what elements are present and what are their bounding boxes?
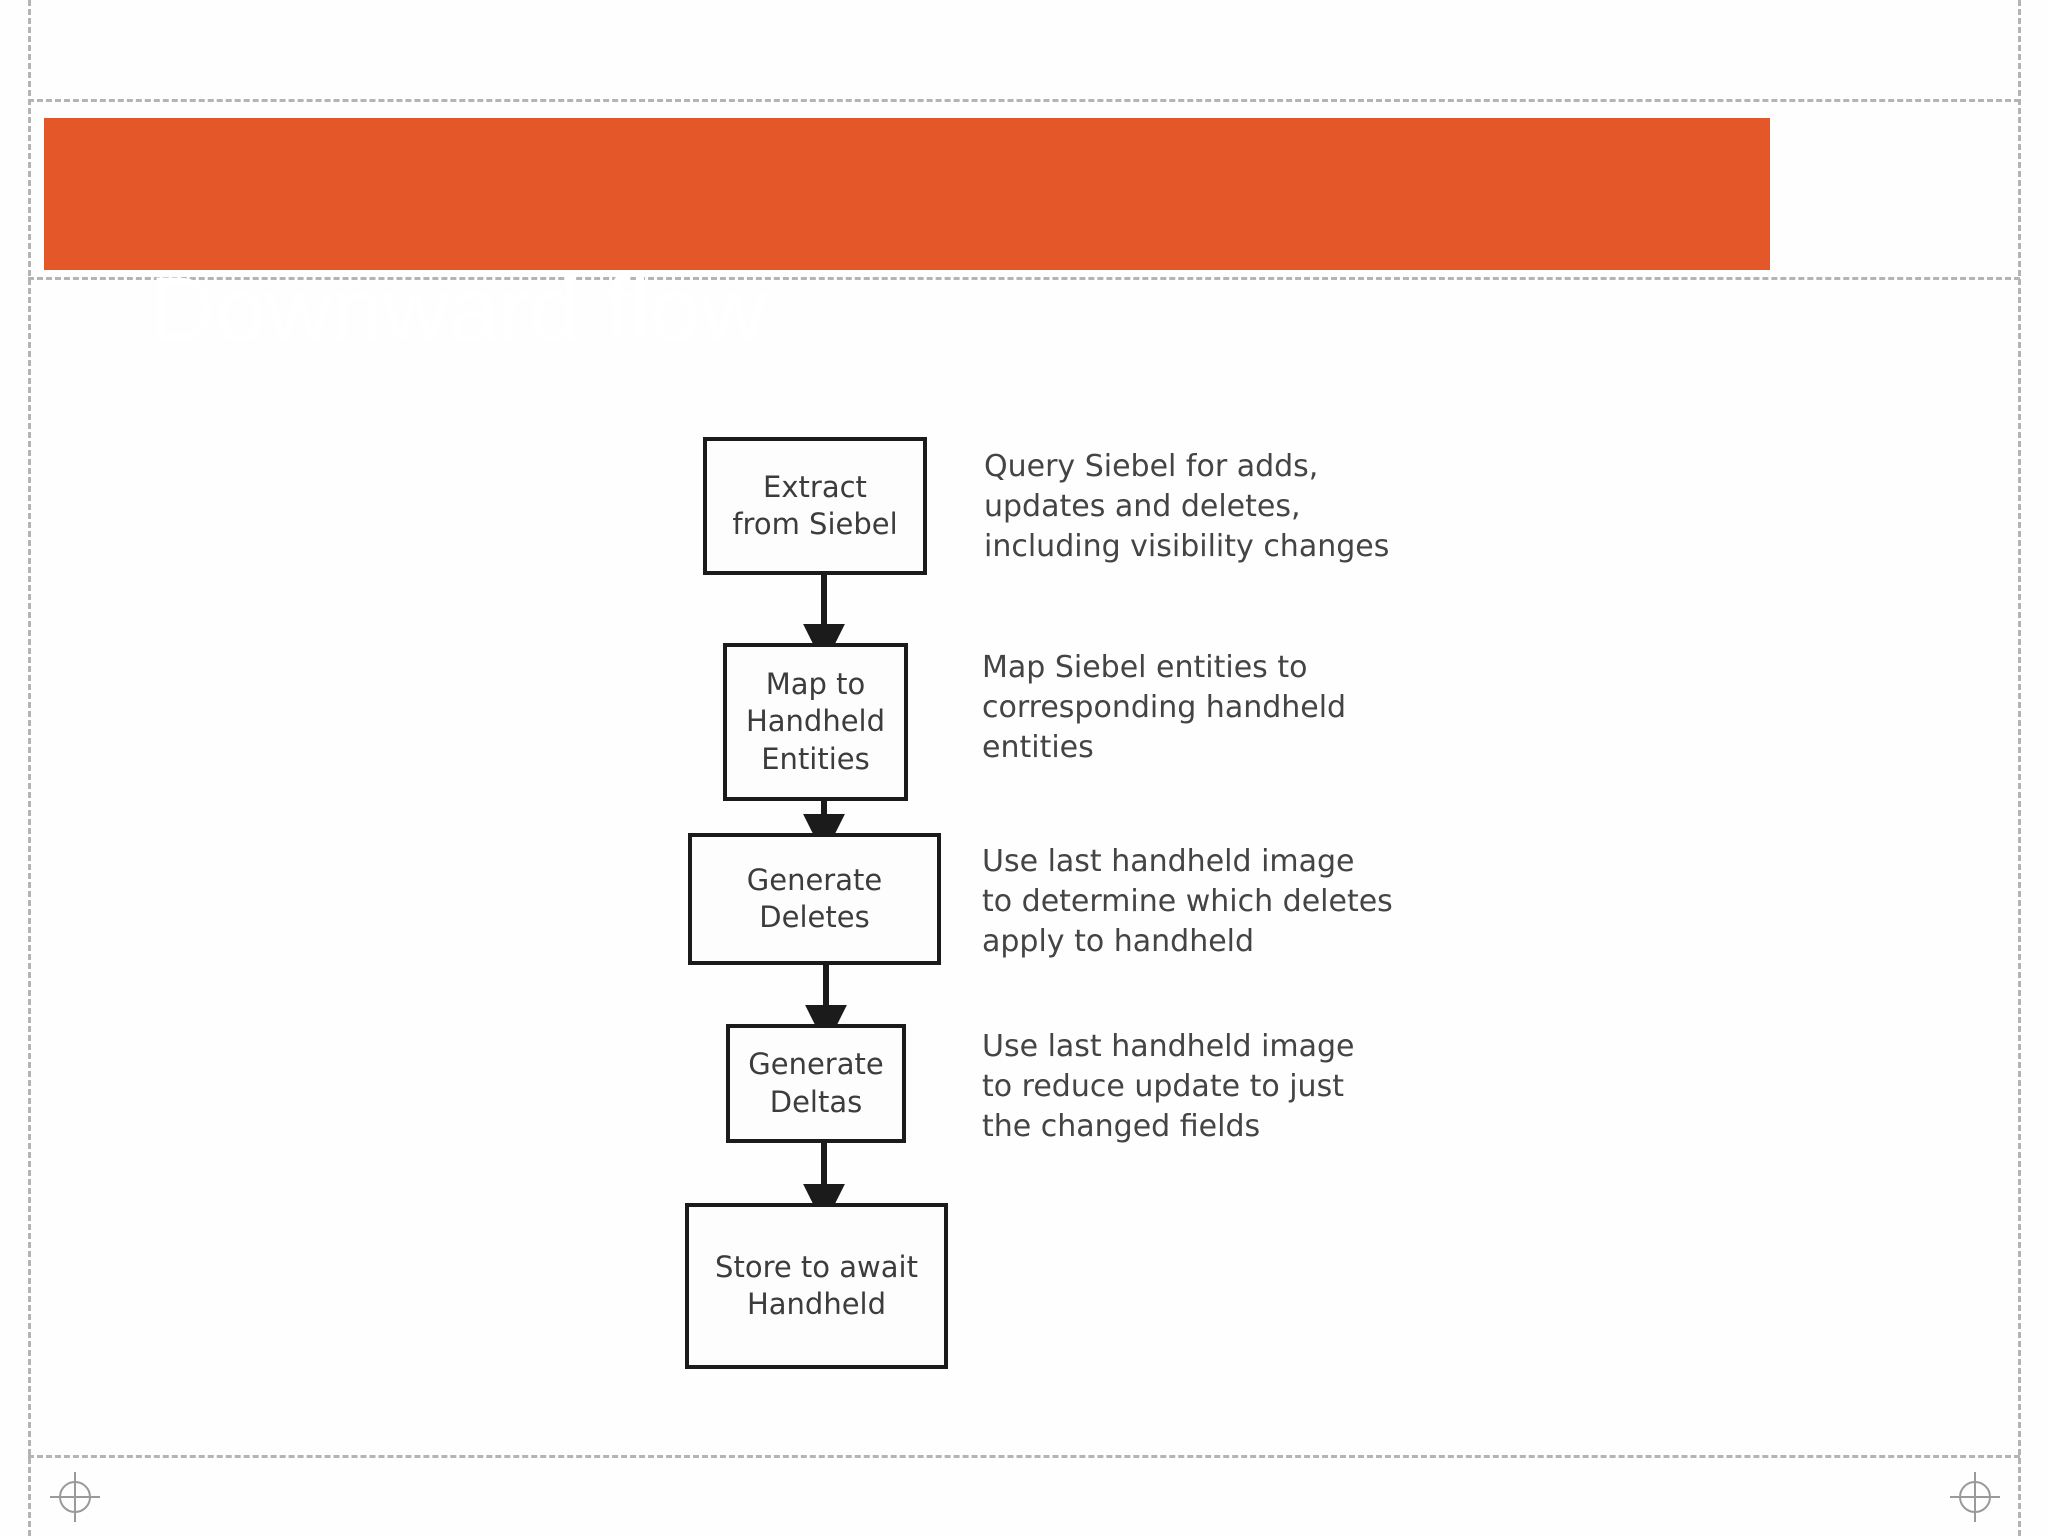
flow-box-generate-deltas[interactable]: Generate Deltas <box>726 1024 906 1143</box>
page-title: Downward flow <box>149 259 767 361</box>
flow-box-label: Extract from Siebel <box>732 469 898 541</box>
flow-box-label: Generate Deletes <box>746 862 883 934</box>
flow-note-extract-from-siebel: Query Siebel for adds, updates and delet… <box>984 449 1390 564</box>
flow-note-generate-deletes: Use last handheld image to determine whi… <box>982 844 1393 959</box>
registration-mark-left-icon <box>48 1470 102 1524</box>
flow-box-label: Map to Handheld Entities <box>745 667 886 776</box>
flow-box-label: Generate Deltas <box>748 1047 884 1119</box>
flow-box-store-to-await-handheld[interactable]: Store to await Handheld <box>685 1203 948 1369</box>
flow-box-label: Store to await Handheld <box>715 1249 918 1321</box>
flow-box-generate-deletes[interactable]: Generate Deletes <box>688 833 941 965</box>
flow-box-extract-from-siebel[interactable]: Extract from Siebel <box>703 437 927 575</box>
flow-note-generate-deltas: Use last handheld image to reduce update… <box>982 1029 1355 1144</box>
flow-box-map-to-handheld-entities[interactable]: Map to Handheld Entities <box>723 643 908 801</box>
flow-note-map-to-handheld-entities: Map Siebel entities to corresponding han… <box>982 650 1347 765</box>
title-banner: Downward flow <box>44 118 1770 356</box>
registration-mark-right-icon <box>1948 1470 2002 1524</box>
